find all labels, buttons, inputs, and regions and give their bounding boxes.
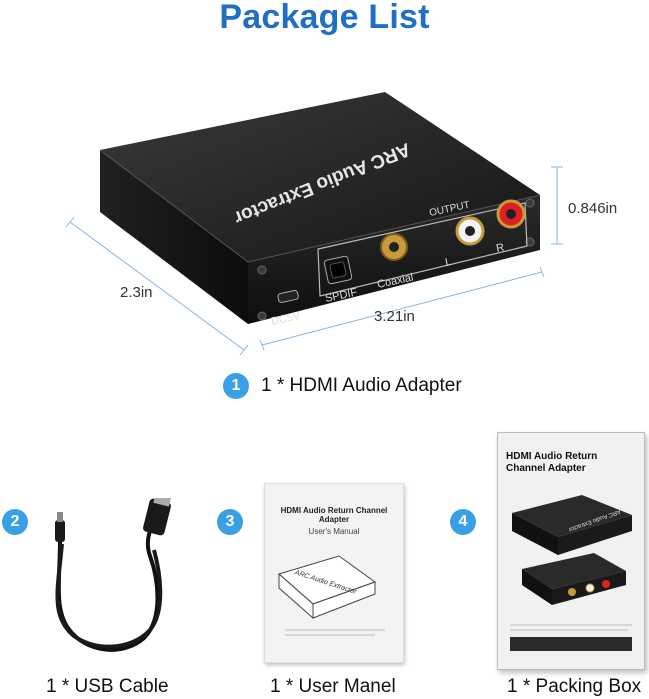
item-number-badge: 3 xyxy=(217,509,243,535)
dc-port xyxy=(277,290,299,303)
arc-audio-extractor-device: ARC Audio Extractor OUTPUT SPDIF Coaxial… xyxy=(65,92,563,356)
usb-a-plug xyxy=(143,498,171,536)
packing-box-image: HDMI Audio Return Channel Adapter ARC Au… xyxy=(497,432,645,670)
l-label: L xyxy=(444,256,452,269)
manual-title: HDMI Audio Return Channel Adapter xyxy=(280,506,388,524)
manual-subtitle: User's Manual xyxy=(308,527,360,536)
item-label-hdmi-adapter: 1 * HDMI Audio Adapter xyxy=(261,375,462,396)
item-number-badge: 2 xyxy=(2,509,28,535)
micro-usb-plug xyxy=(55,520,65,542)
device-top-face xyxy=(100,92,540,262)
item-label-user-manual: 1 * User Manel xyxy=(270,676,396,697)
usb-cable-image xyxy=(55,498,174,652)
depth-dimension: 2.3in xyxy=(120,284,153,301)
item-number-badge: 1 xyxy=(223,373,249,399)
depth-dim-line xyxy=(69,221,245,351)
user-manual-image: HDMI Audio Return Channel Adapter User's… xyxy=(264,483,404,663)
box-title: HDMI Audio Return Channel Adapter xyxy=(506,451,598,474)
device-side-face xyxy=(100,150,248,324)
item-label-usb-cable: 1 * USB Cable xyxy=(46,676,169,697)
item-number-badge: 4 xyxy=(450,509,476,535)
height-dimension: 0.846in xyxy=(568,200,618,217)
width-dim-line xyxy=(261,271,543,346)
item-label-packing-box: 1 * Packing Box xyxy=(507,676,642,697)
page-title: Package List xyxy=(219,0,430,36)
manual-device-sketch: ARC Audio Extractor xyxy=(277,555,385,636)
width-dimension: 3.21in xyxy=(374,308,415,325)
box-device-photo: ARC Audio Extractor xyxy=(510,495,632,651)
r-label: R xyxy=(495,242,505,255)
